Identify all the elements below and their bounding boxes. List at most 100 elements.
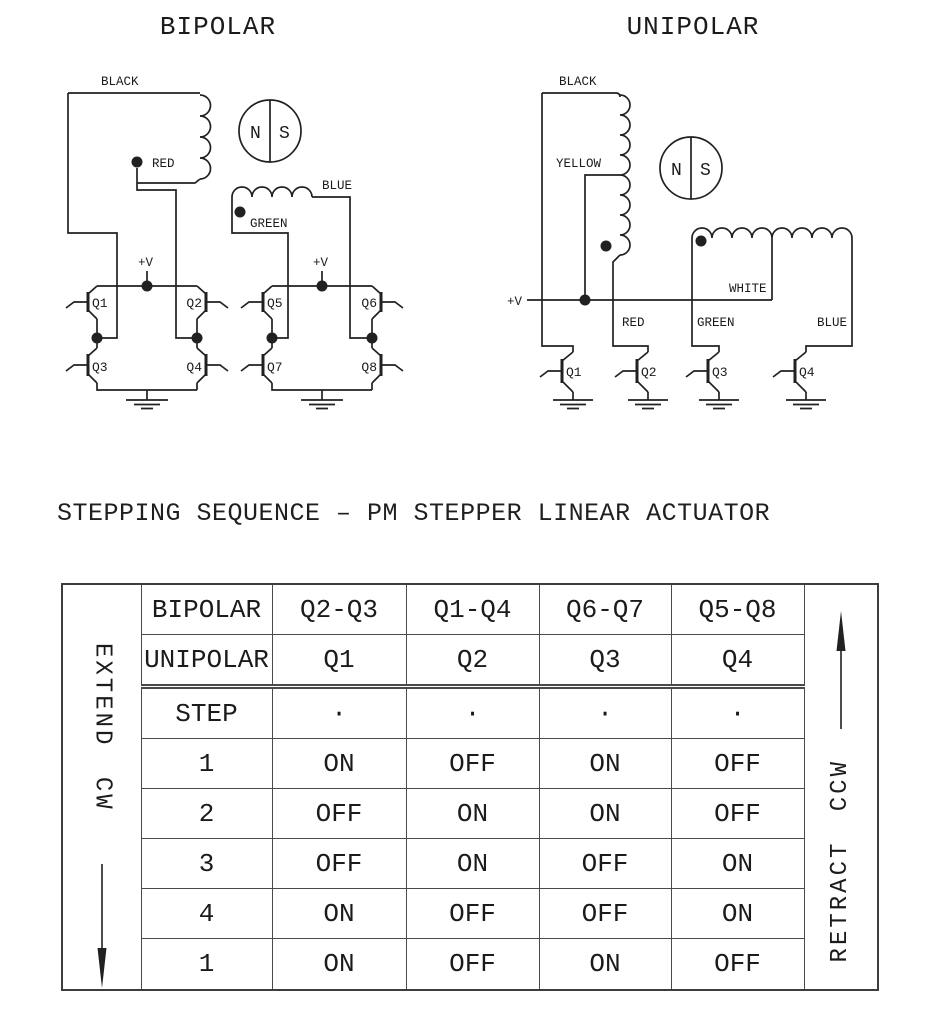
- table-row: STEP · · · ·: [62, 686, 878, 740]
- transistor-q3: Q3: [65, 347, 108, 384]
- red-wire-label: RED: [152, 157, 175, 171]
- h-bridge-left: +V Q1 Q3: [65, 256, 229, 410]
- value-cell: OFF: [405, 888, 540, 940]
- row-label-cell: 1: [140, 738, 273, 790]
- svg-text:Q7: Q7: [267, 360, 283, 375]
- value-cell: Q3: [538, 634, 672, 690]
- winding-coil-horizontal: [691, 227, 853, 239]
- svg-text:Q2: Q2: [186, 296, 202, 311]
- winding-coil-vertical: [619, 94, 631, 256]
- ground-icon: [786, 392, 826, 410]
- transistor-q5: Q5: [240, 285, 283, 320]
- north-pole-label: N: [671, 161, 682, 181]
- polarity-dot-red: [131, 156, 143, 168]
- wire-black-to-q1: [541, 93, 574, 352]
- svg-text:Q5: Q5: [267, 296, 283, 311]
- green-wire-label: GREEN: [697, 316, 735, 330]
- value-cell: ON: [670, 838, 805, 890]
- table-row: 3 OFF ON OFF ON: [62, 838, 878, 890]
- wire-black-to-bridge: [67, 93, 118, 339]
- row-label-cell: 4: [140, 888, 273, 940]
- winding-coil-phase-b: [231, 186, 313, 198]
- rotor-magnet-unipolar: N S: [659, 136, 723, 200]
- polarity-dot-green: [234, 206, 246, 218]
- value-cell: Q2: [405, 634, 540, 690]
- green-wire-label: GREEN: [250, 217, 288, 231]
- retract-ccw-label: RETRACT CCW: [827, 759, 855, 963]
- vplus-label-left: +V: [138, 256, 154, 270]
- north-pole-label: N: [250, 124, 261, 144]
- polarity-dot: [600, 240, 612, 252]
- transistor-q4: Q4: [772, 351, 826, 410]
- junction-dot: [266, 332, 278, 344]
- wire-black-top: [542, 92, 621, 98]
- south-pole-label: S: [700, 161, 711, 181]
- bipolar-title: BIPOLAR: [160, 12, 276, 42]
- vplus-label-right: +V: [313, 256, 329, 270]
- wire-yellow-tap: [584, 174, 620, 300]
- value-cell: OFF: [271, 838, 407, 890]
- value-cell: ·: [538, 686, 672, 740]
- svg-text:Q1: Q1: [92, 296, 108, 311]
- value-cell: ·: [670, 686, 805, 740]
- unipolar-diagram: UNIPOLAR BLACK YELLOW +V WHITE RED GREEN…: [507, 12, 853, 410]
- extend-cw-cell: EXTEND CW: [61, 583, 142, 991]
- value-cell: Q5-Q8: [670, 583, 805, 636]
- junction-dot: [191, 332, 203, 344]
- ground-icon: [126, 390, 168, 410]
- row-label-cell: 2: [140, 788, 273, 840]
- value-cell: OFF: [670, 788, 805, 840]
- rotor-magnet-bipolar: N S: [238, 99, 302, 163]
- transistor-q8: Q8: [361, 347, 404, 384]
- value-cell: Q2-Q3: [271, 583, 407, 636]
- transistor-q4: Q4: [186, 347, 229, 384]
- value-cell: ON: [271, 938, 407, 991]
- table-row: 4 ON OFF OFF ON: [62, 888, 878, 940]
- value-cell: ON: [538, 788, 672, 840]
- value-cell: ·: [271, 686, 407, 740]
- value-cell: Q1: [271, 634, 407, 690]
- value-cell: Q4: [670, 634, 805, 690]
- black-wire-label: BLACK: [559, 75, 597, 89]
- value-cell: ON: [271, 738, 407, 790]
- transistor-q6: Q6: [361, 285, 404, 320]
- svg-text:Q2: Q2: [641, 365, 657, 380]
- value-cell: ON: [538, 938, 672, 991]
- yellow-wire-label: YELLOW: [556, 157, 602, 171]
- polarity-dot: [695, 235, 707, 247]
- value-cell: OFF: [405, 938, 540, 991]
- transistor-q1: Q1: [65, 285, 108, 320]
- blue-wire-label: BLUE: [322, 179, 352, 193]
- table-row: UNIPOLAR Q1 Q2 Q3 Q4: [62, 634, 878, 690]
- white-wire-label: WHITE: [729, 282, 767, 296]
- table-row: 2 OFF ON ON OFF: [62, 788, 878, 840]
- value-cell: ON: [538, 738, 672, 790]
- ground-icon: [699, 392, 739, 410]
- blue-wire-label: BLUE: [817, 316, 847, 330]
- vplus-label: +V: [507, 295, 523, 309]
- table-row: 1 ON OFF ON OFF: [62, 738, 878, 790]
- retract-ccw-cell: RETRACT CCW: [803, 583, 879, 991]
- wire-blue-to-q4: [805, 238, 853, 352]
- value-cell: ·: [405, 686, 540, 740]
- svg-text:Q3: Q3: [712, 365, 728, 380]
- value-cell: OFF: [670, 938, 805, 991]
- value-cell: Q6-Q7: [538, 583, 672, 636]
- wire-red-to-bridge: [136, 168, 197, 339]
- value-cell: Q1-Q4: [405, 583, 540, 636]
- svg-text:Q4: Q4: [799, 365, 815, 380]
- stepping-sequence-table: EXTEND CW BIPOLAR Q2-Q3 Q1-Q4 Q6-Q7 Q5-Q…: [61, 583, 879, 991]
- wire-red-to-q2: [612, 254, 649, 352]
- svg-text:Q6: Q6: [361, 296, 377, 311]
- row-label-cell: UNIPOLAR: [140, 634, 273, 690]
- row-label-cell: BIPOLAR: [140, 583, 273, 636]
- down-arrow-icon: [97, 863, 107, 988]
- transistor-q3: Q3: [685, 351, 739, 410]
- red-wire-label: RED: [622, 316, 645, 330]
- transistor-q2: Q2: [614, 351, 668, 410]
- transistor-q7: Q7: [240, 347, 283, 384]
- ground-icon: [553, 392, 593, 410]
- h-bridge-right: +V Q5 Q7: [240, 256, 404, 410]
- bridge-bottom-rail: [271, 383, 372, 391]
